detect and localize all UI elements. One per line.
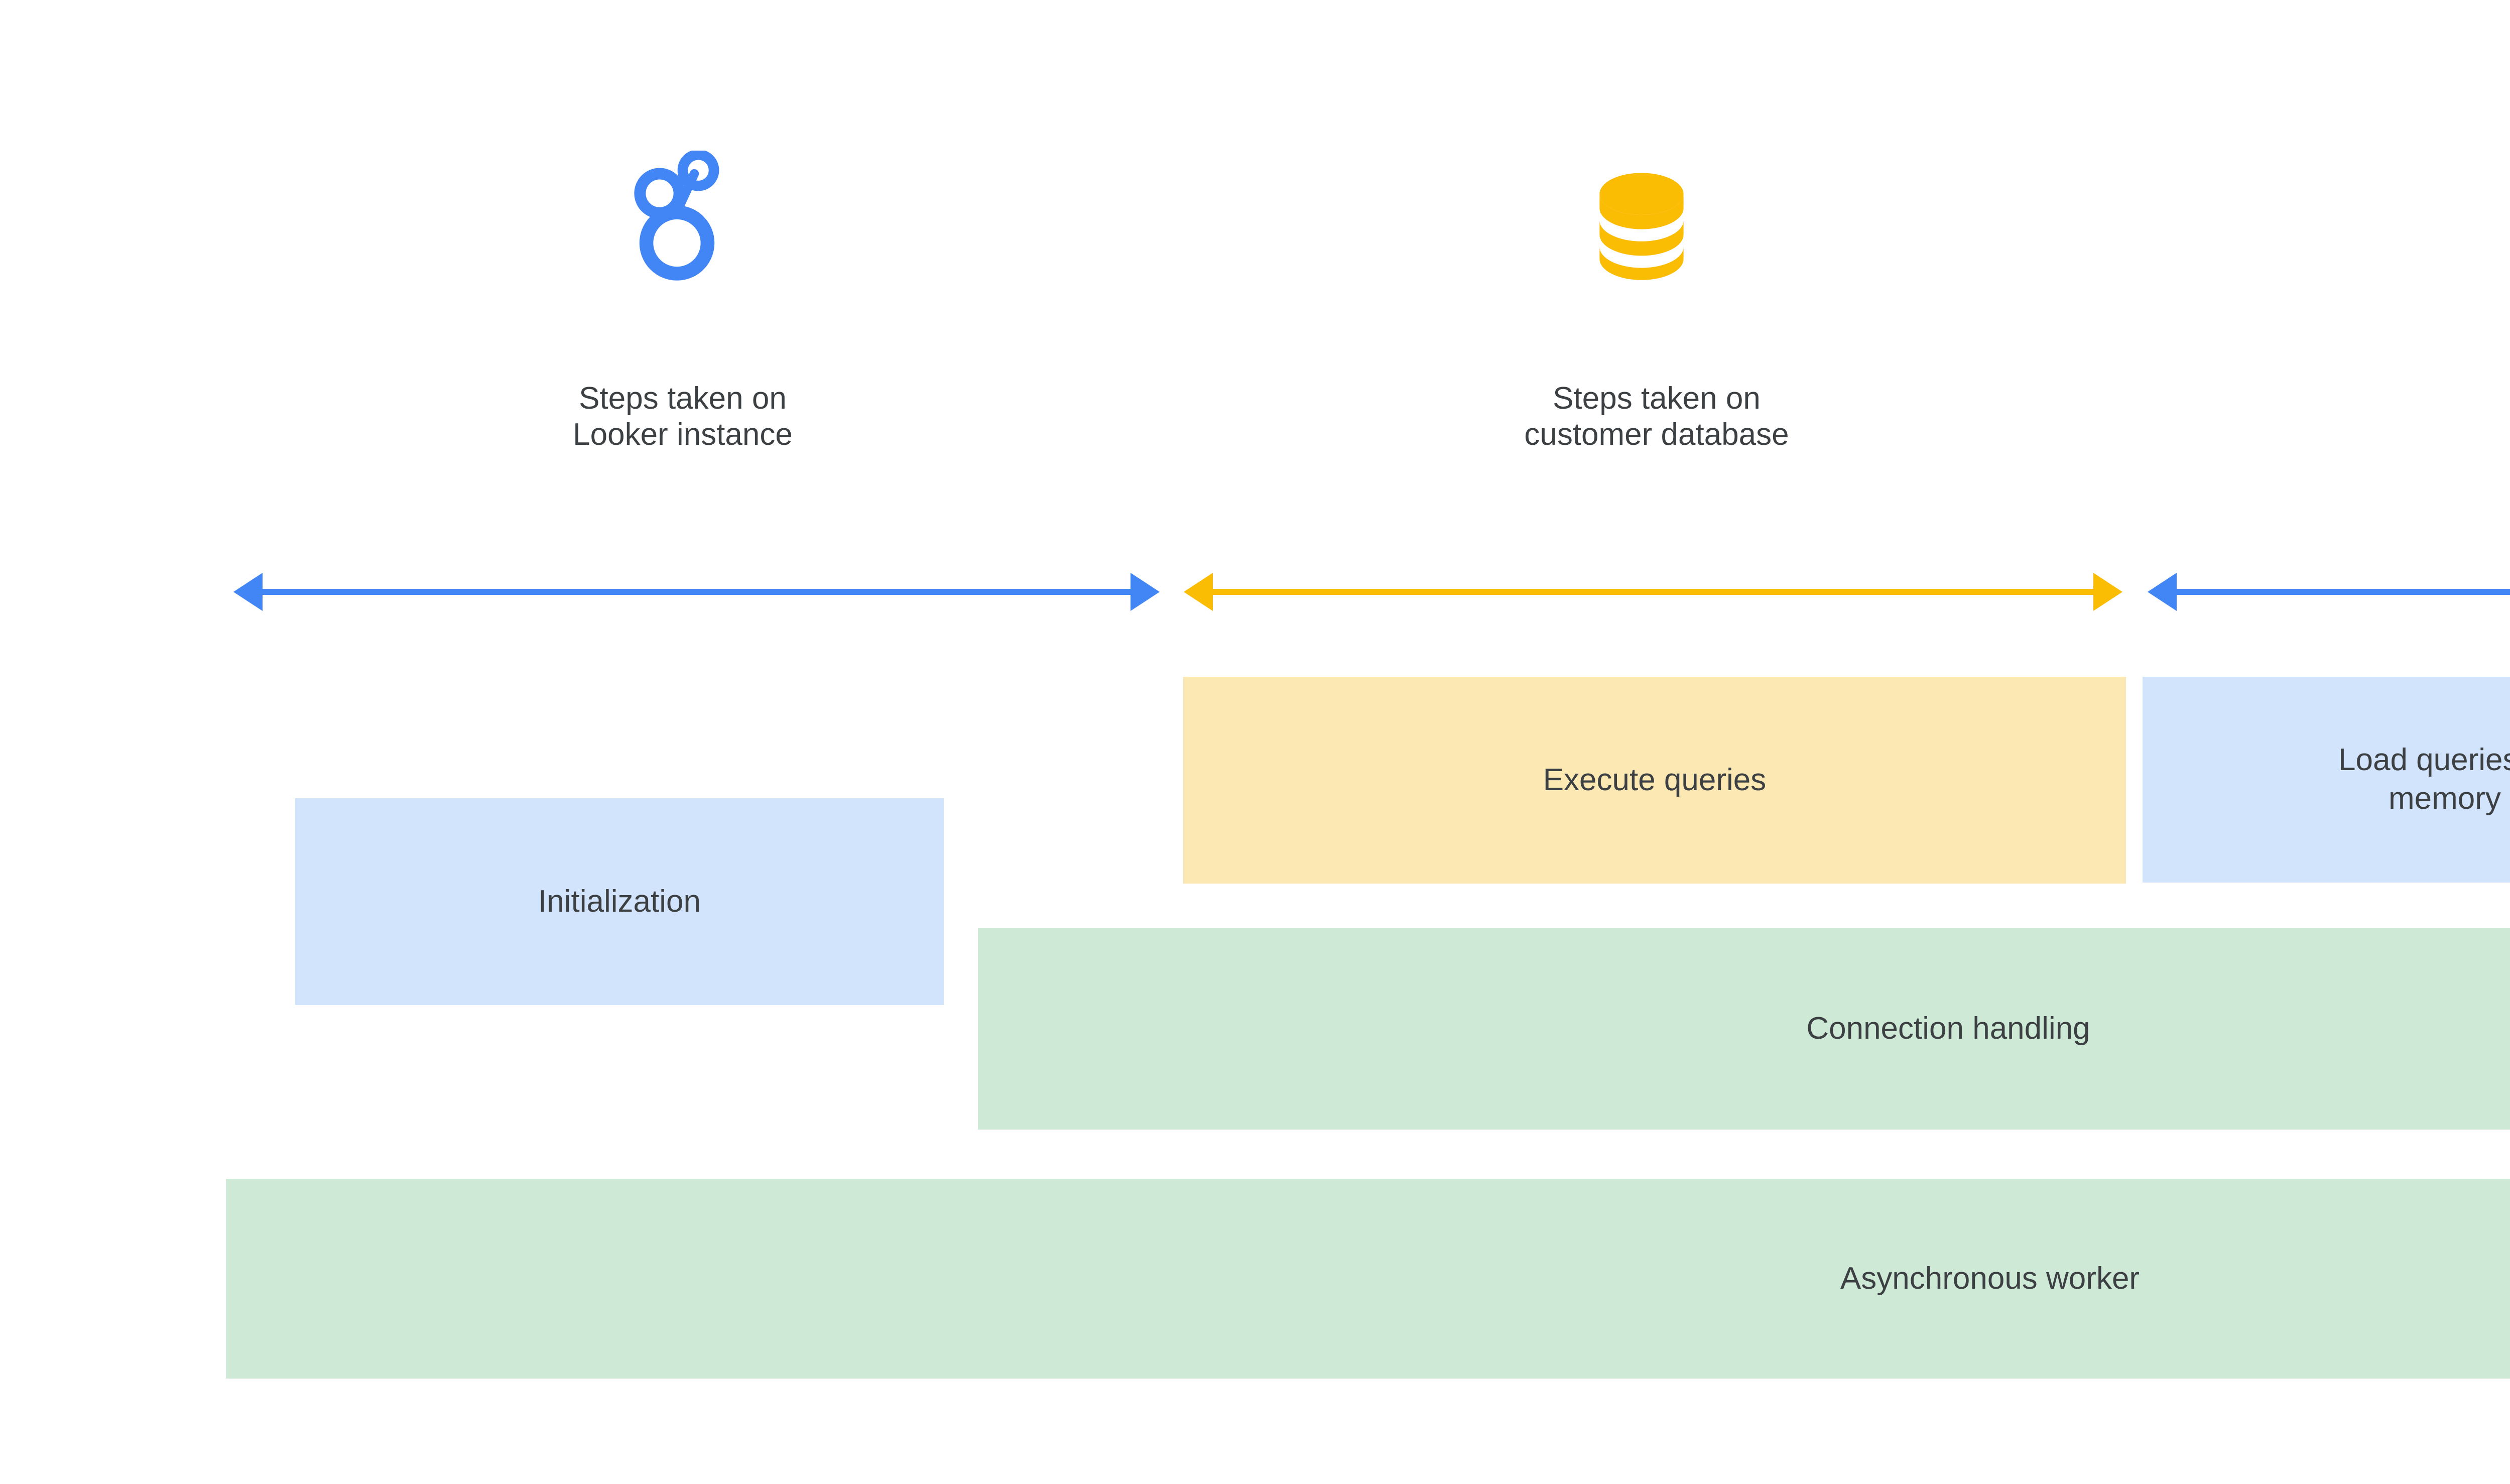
caption-customer-database: Steps taken on customer database: [1524, 381, 1789, 452]
arrow-shaft: [258, 589, 1136, 595]
arrow-shaft: [1208, 589, 2098, 595]
arrow-head-right-icon: [1131, 573, 1160, 611]
arrow-looker-right: [2148, 572, 2510, 611]
phase-box-execute-queries: Execute queries: [1183, 677, 2126, 884]
looker-logo-icon: [625, 149, 740, 281]
arrow-shaft: [2172, 589, 2510, 595]
phase-box-connection-handling: Connection handling: [978, 928, 2510, 1130]
arrow-head-right-icon: [2093, 573, 2122, 611]
database-icon: [1586, 171, 1697, 281]
arrow-database: [1184, 572, 2122, 611]
phase-box-asynchronous-worker: Asynchronous worker: [226, 1179, 2510, 1379]
arrow-looker-left: [233, 572, 1160, 611]
phase-box-initialization: Initialization: [295, 798, 944, 1005]
caption-looker-left: Steps taken on Looker instance: [573, 381, 793, 452]
phase-box-load-queries-memory: Load queries in memory: [2143, 677, 2510, 883]
